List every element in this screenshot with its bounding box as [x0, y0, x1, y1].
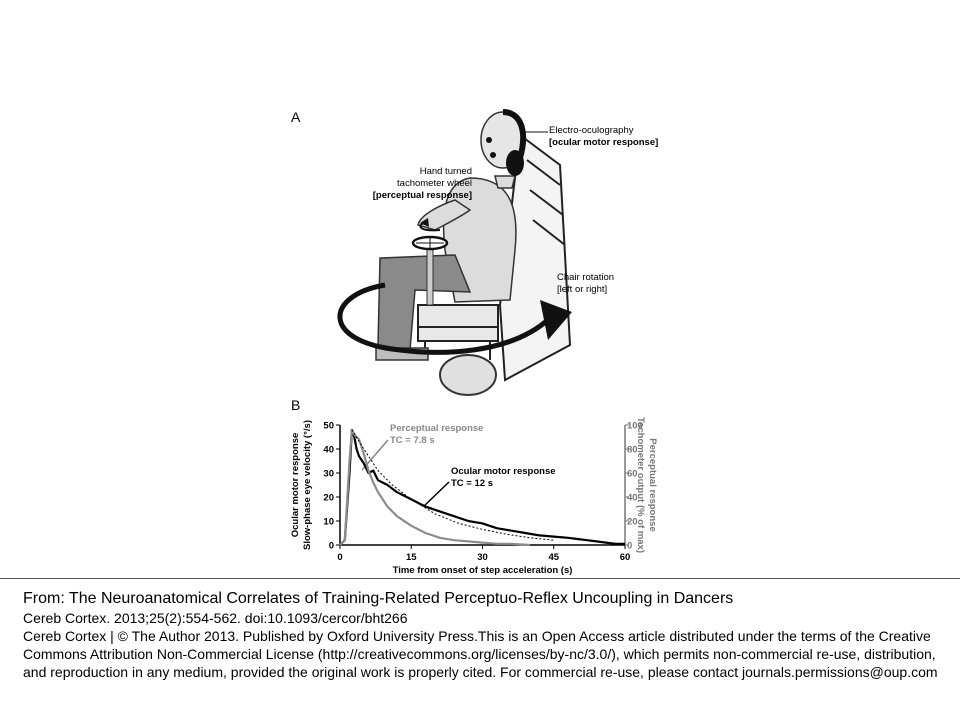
- x-tick-label: 0: [337, 552, 342, 563]
- chart-series: [339, 428, 625, 547]
- y-left-title-2: Slow-phase eye velocity (°/s): [302, 420, 313, 550]
- y-right-tick-label: 80: [627, 445, 638, 456]
- y-left-tick-label: 10: [323, 517, 334, 528]
- annotation-perceptual-tc: TC = 7.8 s: [390, 435, 435, 446]
- y-left-tick-label: 40: [323, 445, 334, 456]
- eog-label: Electro-oculography: [549, 125, 634, 136]
- y-left-tick-label: 50: [323, 421, 334, 432]
- y-right-tick-label: 100: [627, 421, 643, 432]
- y-right-tick-label: 60: [627, 469, 638, 480]
- figure-caption: From: The Neuroanatomical Correlates of …: [23, 589, 943, 681]
- y-left-tick-label: 20: [323, 493, 334, 504]
- annotation-ocular: Ocular motor response: [451, 466, 556, 477]
- series-line-ocular-motor-response: [339, 428, 625, 546]
- eog-annotation: Electro-oculography [ocular motor respon…: [549, 125, 658, 149]
- tach-label-1: Hand turned: [419, 166, 472, 177]
- y-left-title-1: Ocular motor response: [290, 433, 301, 538]
- y-right-tick-label: 40: [627, 493, 638, 504]
- chair-sub: [left or right]: [557, 284, 608, 295]
- y-left-tick-label: 0: [329, 541, 334, 552]
- x-axis-title: Time from onset of step acceleration (s): [393, 565, 573, 576]
- tach-label-2: tachometer wheel: [397, 178, 472, 189]
- chair-annotation: Chair rotation [left or right]: [557, 272, 614, 296]
- y-right-tick-label: 20: [627, 517, 638, 528]
- chair-rotation-arrow: [337, 282, 572, 355]
- chart-axes: [336, 424, 629, 549]
- caption-divider: [0, 578, 960, 579]
- headphones-icon: [502, 109, 527, 176]
- chair-illustration: [337, 109, 572, 396]
- x-tick-label: 30: [477, 552, 488, 563]
- y-right-title-1: Perceptual response: [647, 438, 658, 531]
- annotation-ocular-tc: TC = 12 s: [451, 478, 493, 489]
- series-line-tc-fit: [351, 429, 554, 541]
- tachometer-wheel-icon: [411, 235, 449, 306]
- x-tick-label: 45: [548, 552, 559, 563]
- caption-citation: Cereb Cortex. 2013;25(2):554-562. doi:10…: [23, 610, 408, 626]
- series-line-perceptual-response: [339, 428, 531, 547]
- eog-sub: [ocular motor response]: [549, 137, 659, 148]
- panel-b-label: B: [291, 397, 301, 413]
- tachometer-annotation: Hand turned tachometer wheel [perceptual…: [360, 166, 472, 202]
- chair-base: [439, 354, 497, 396]
- tach-sub: [perceptual response]: [372, 190, 472, 201]
- caption-license: Cereb Cortex | © The Author 2013. Publis…: [23, 628, 938, 680]
- x-tick-label: 60: [620, 552, 631, 563]
- y-right-tick-label: 0: [627, 541, 632, 552]
- x-tick-label: 15: [406, 552, 417, 563]
- annotation-perceptual: Perceptual response: [390, 423, 483, 434]
- y-left-tick-label: 30: [323, 469, 334, 480]
- caption-title: From: The Neuroanatomical Correlates of …: [23, 590, 734, 607]
- annotation-ocular-pointer: [423, 481, 450, 507]
- electrode-icon: [490, 152, 496, 158]
- chair-label: Chair rotation: [557, 272, 615, 283]
- panel-a-label: A: [291, 109, 301, 125]
- electrode-icon: [486, 137, 492, 143]
- y-right-title-2: Tachometer output (% of max): [635, 417, 646, 553]
